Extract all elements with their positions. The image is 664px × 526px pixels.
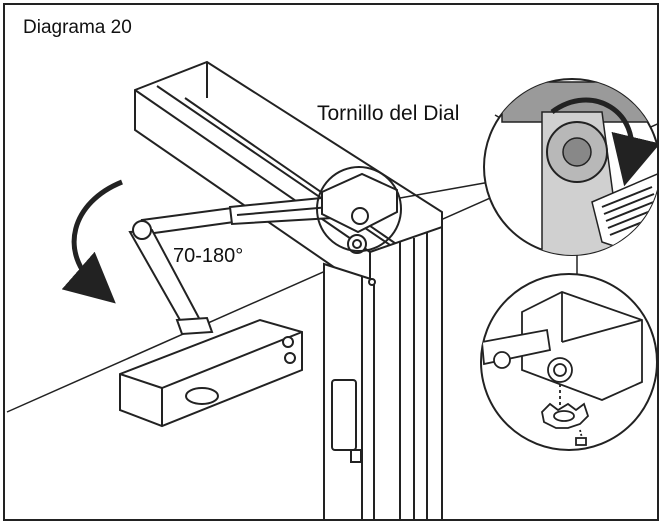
door-closer-illustration [6, 60, 657, 519]
detail-highlight-circle [316, 166, 402, 252]
dial-screw-label: Tornillo del Dial [317, 102, 460, 125]
angle-range-label: 70-180° [173, 245, 244, 267]
connector-line [399, 181, 491, 199]
mount-bracket [321, 172, 398, 254]
curved-arrow-icon [550, 97, 657, 187]
door-frame-jamb [369, 225, 443, 519]
curved-arrow-icon [61, 179, 123, 304]
diagram-title: Diagrama 20 [23, 17, 132, 38]
detail-exploded-view [480, 273, 657, 451]
diagram-frame: Diagrama 20 Tornillo del Dial 70-180° [3, 3, 659, 521]
closer-body [119, 316, 303, 428]
door-leaf [323, 262, 376, 519]
detail-dial-view [483, 78, 657, 256]
closer-arm [128, 195, 333, 321]
